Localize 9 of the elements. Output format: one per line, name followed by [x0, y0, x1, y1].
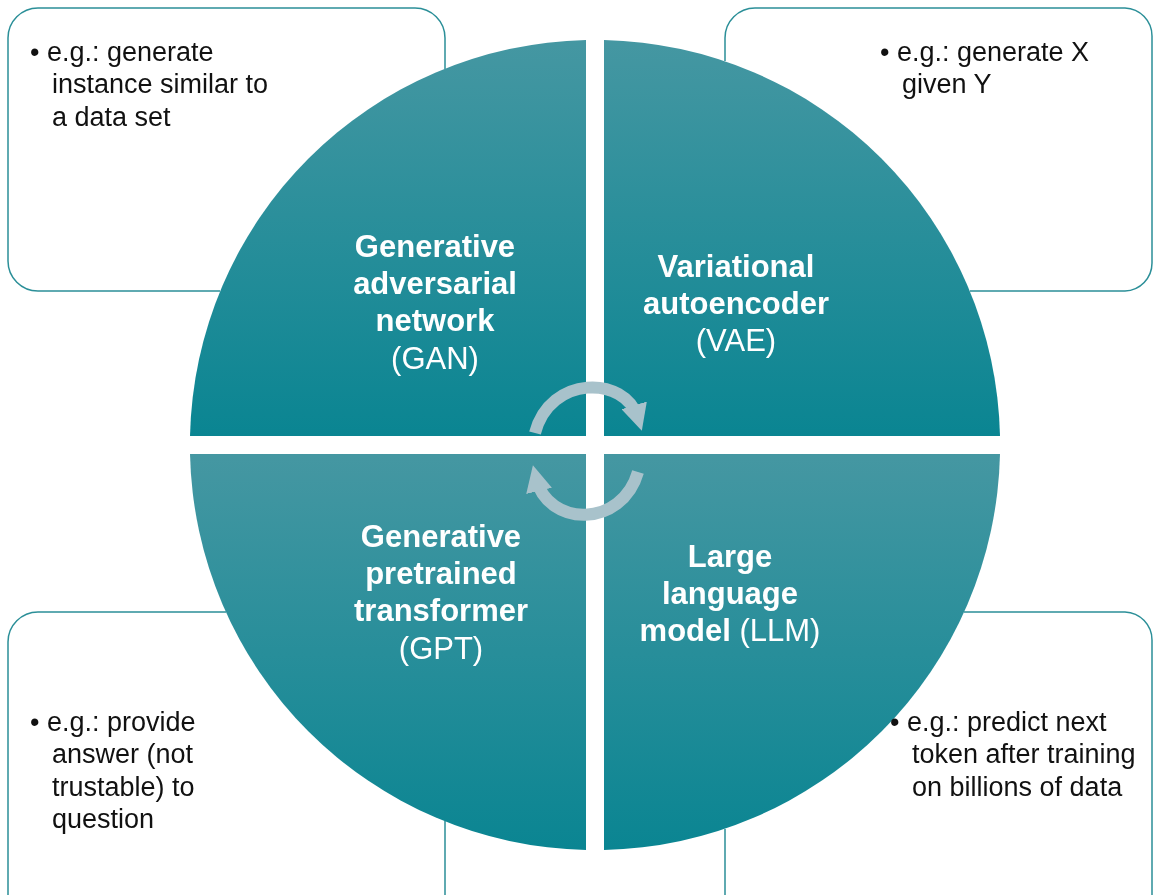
example-text: • e.g.: generate X given Y: [880, 36, 1152, 101]
example-text: • e.g.: provide answer (not trustable) to question: [30, 706, 262, 836]
model-label: Variational autoencoder (VAE): [642, 248, 830, 360]
cycle-arrow: [529, 381, 645, 436]
example-text: • e.g.: predict next token after training on billions of data: [890, 706, 1146, 804]
model-label: Large language model (LLM): [638, 538, 822, 650]
model-label: Generative pretrained transformer (GPT): [353, 518, 529, 667]
model-label: Generative adversarial network (GAN): [352, 228, 518, 377]
example-text: • e.g.: generate instance similar to a data set: [30, 36, 287, 134]
